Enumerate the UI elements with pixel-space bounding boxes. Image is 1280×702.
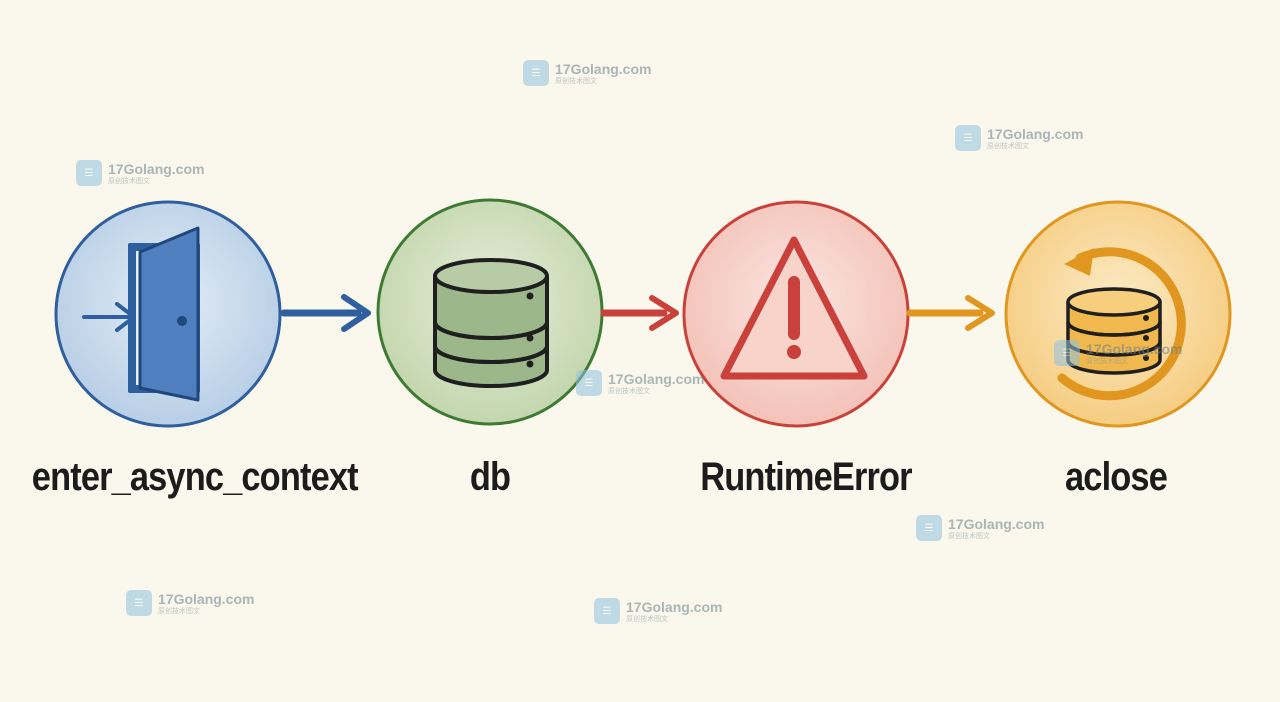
step-db — [376, 198, 604, 426]
arrow-3-icon — [906, 295, 995, 331]
step-label-db: db — [469, 455, 511, 499]
arrow-1-icon — [280, 294, 371, 332]
step-label-runtime-error: RuntimeError — [700, 455, 912, 499]
step-label-enter-async-context: enter_async_context — [31, 455, 359, 499]
step-aclose — [1004, 200, 1232, 428]
step-runtime-error — [682, 200, 910, 428]
warning-icon — [720, 236, 868, 380]
step-label-aclose: aclose — [1065, 455, 1168, 499]
arrow-2-icon — [600, 295, 679, 331]
database-icon — [433, 258, 549, 388]
step-enter-async-context — [54, 200, 282, 428]
door-enter-icon — [82, 226, 200, 402]
